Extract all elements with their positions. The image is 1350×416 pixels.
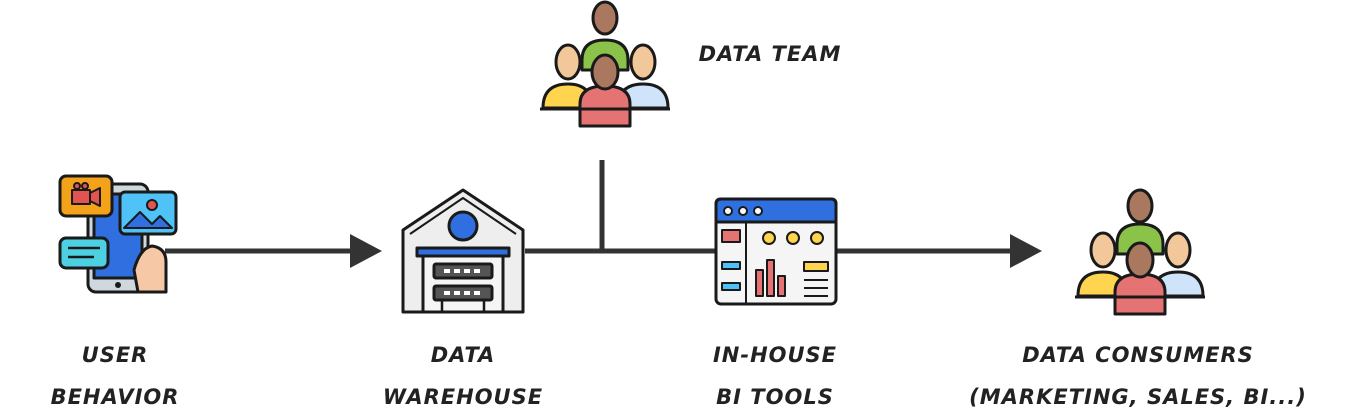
data-warehouse-label-line2: WAREHOUSE <box>382 385 544 409</box>
bi-tools-label-line2: BI TOOLS <box>716 385 834 409</box>
bi-tools-label-line1: IN-HOUSE <box>712 343 838 367</box>
phone-media-icon <box>58 174 178 294</box>
data-warehouse-label-line1: DATA <box>430 343 496 367</box>
data-consumers-label-line2: (MARKETING, SALES, BI...) <box>969 385 1307 409</box>
user-behavior-label-line1: USER <box>81 343 149 367</box>
user-behavior-label-line2: BEHAVIOR <box>50 385 180 409</box>
data-team-people-icon <box>540 0 670 128</box>
arrowhead-to-warehouse <box>350 234 382 268</box>
dashboard-icon <box>714 197 838 306</box>
flow-connectors <box>165 160 1015 254</box>
warehouse-icon <box>401 188 525 314</box>
data-consumers-people-icon <box>1075 188 1205 316</box>
arrowhead-to-consumers <box>1010 234 1042 268</box>
data-consumers-label-line1: DATA CONSUMERS <box>1022 343 1254 367</box>
data-team-label: DATA TEAM <box>698 42 842 66</box>
